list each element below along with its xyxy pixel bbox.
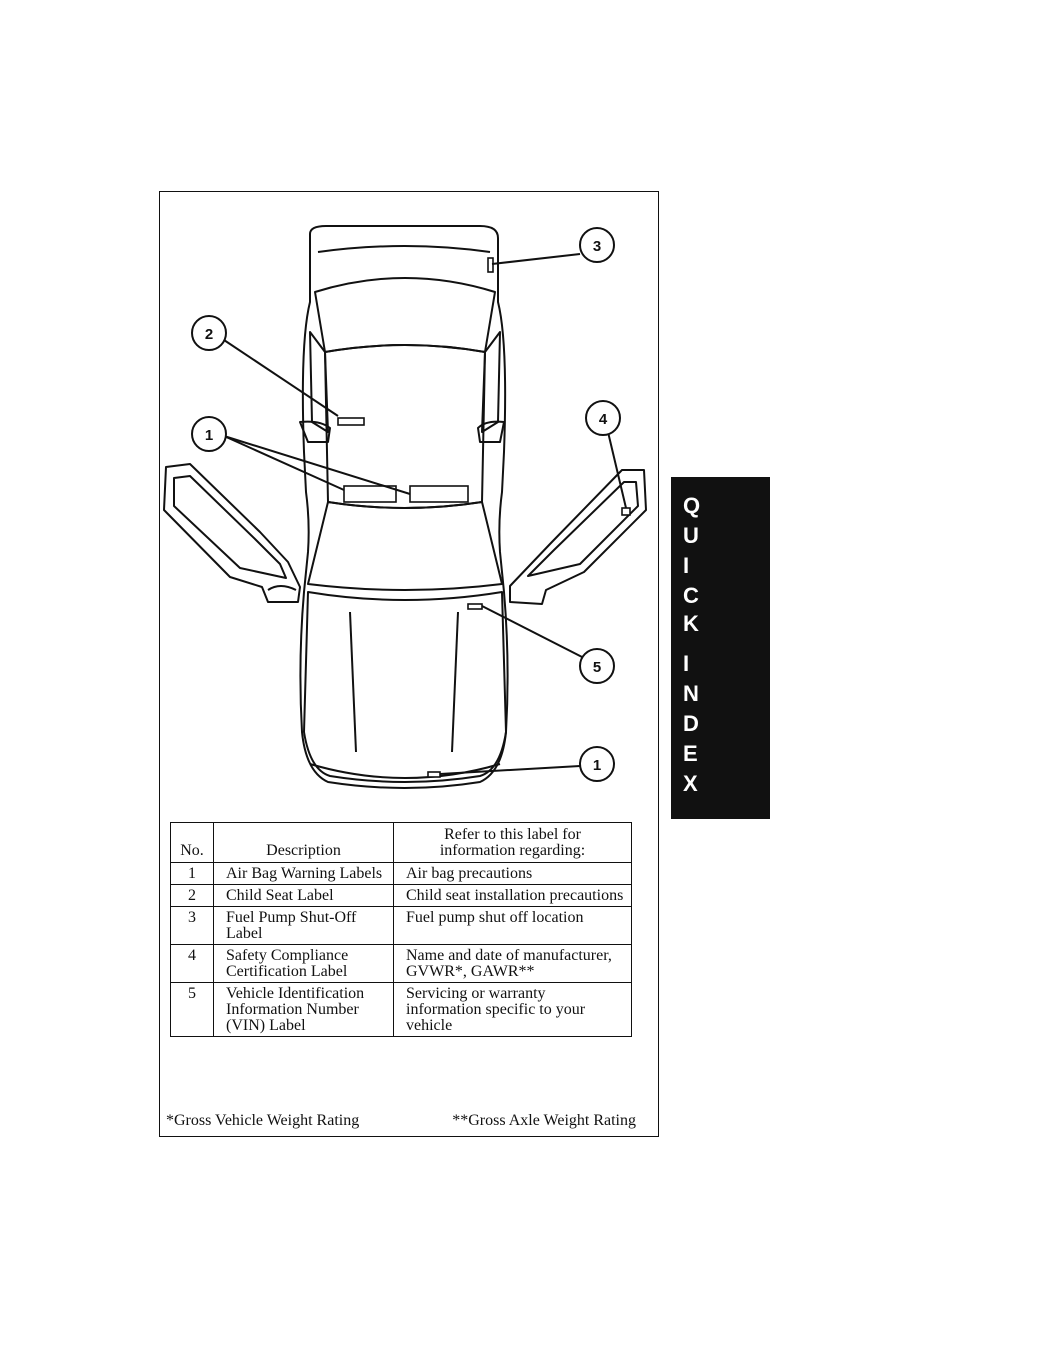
quick-index-tab[interactable]: Q U I C K I N D E X — [671, 477, 770, 819]
roof — [324, 344, 486, 509]
header-refer-line2: information regarding: — [439, 842, 586, 859]
callout-4: 4 — [599, 411, 608, 428]
row-info: Servicing or warranty information specif… — [393, 982, 632, 1037]
header-no: No. — [170, 822, 214, 863]
row-description: Child Seat Label — [213, 884, 394, 907]
air-bag-label-left — [343, 485, 397, 503]
tab-letter: C — [683, 583, 699, 608]
safety-compliance-label — [621, 507, 631, 516]
tab-letter: X — [683, 771, 698, 796]
header-refer-line1: Refer to this label for — [444, 826, 581, 843]
table-row: 1 Air Bag Warning Labels Air bag precaut… — [170, 862, 632, 885]
windshield — [307, 501, 503, 591]
tab-letter: Q — [683, 493, 701, 518]
row-info: Name and date of manufacturer, GVWR*, GA… — [393, 944, 632, 983]
callout-5: 5 — [593, 659, 601, 676]
air-bag-label-front — [427, 771, 441, 778]
footnote-gvwr: *Gross Vehicle Weight Rating — [166, 1112, 360, 1129]
footnote-gawr: **Gross Axle Weight Rating — [452, 1112, 636, 1129]
row-info: Air bag precautions — [393, 862, 632, 885]
tab-letter: N — [683, 681, 699, 706]
fuel-pump-label — [487, 257, 494, 273]
tab-letter: U — [683, 523, 699, 548]
row-description: Air Bag Warning Labels — [213, 862, 394, 885]
left-door — [163, 463, 301, 603]
row-info: Fuel pump shut off location — [393, 906, 632, 945]
callout-1-lower: 1 — [593, 757, 601, 774]
car-top-view-diagram: 2 1 3 4 5 1 — [163, 225, 647, 789]
header-description: Description — [213, 822, 394, 863]
child-seat-label — [337, 417, 365, 426]
tab-letter: I — [683, 651, 690, 676]
label-table: No. Description Refer to this label for … — [170, 822, 632, 1037]
table-row: 4 Safety Compliance Certification Label … — [170, 944, 632, 983]
table-row: 3 Fuel Pump Shut-Off Label Fuel pump shu… — [170, 906, 632, 945]
air-bag-label-right — [409, 485, 469, 503]
callout-2: 2 — [205, 326, 213, 343]
row-no: 3 — [170, 906, 214, 945]
right-door — [509, 469, 647, 605]
callout-1-upper: 1 — [205, 427, 213, 444]
row-no: 1 — [170, 862, 214, 885]
hood — [303, 591, 507, 783]
tab-letter: I — [683, 553, 690, 578]
car-body-outline — [299, 225, 509, 789]
row-description: Vehicle Identification Information Numbe… — [213, 982, 394, 1037]
trunk-line — [317, 245, 491, 253]
rear-window — [314, 277, 496, 353]
tab-letter: E — [683, 741, 698, 766]
row-no: 5 — [170, 982, 214, 1037]
row-info: Child seat installation precautions — [393, 884, 632, 907]
row-description: Safety Compliance Certification Label — [213, 944, 394, 983]
footnotes: *Gross Vehicle Weight Rating **Gross Axl… — [166, 1112, 636, 1130]
header-refer: Refer to this label for information rega… — [393, 822, 632, 863]
diagram-frame: 2 1 3 4 5 1 No. Description Refer to thi… — [159, 191, 659, 1137]
tab-letter: K — [683, 611, 699, 636]
vin-label — [467, 603, 483, 610]
callout-3: 3 — [593, 238, 601, 255]
row-description: Fuel Pump Shut-Off Label — [213, 906, 394, 945]
table-row: 5 Vehicle Identification Information Num… — [170, 982, 632, 1037]
row-no: 4 — [170, 944, 214, 983]
table-row: 2 Child Seat Label Child seat installati… — [170, 884, 632, 907]
tab-letter: D — [683, 711, 699, 736]
row-no: 2 — [170, 884, 214, 907]
table-header-row: No. Description Refer to this label for … — [170, 822, 632, 863]
